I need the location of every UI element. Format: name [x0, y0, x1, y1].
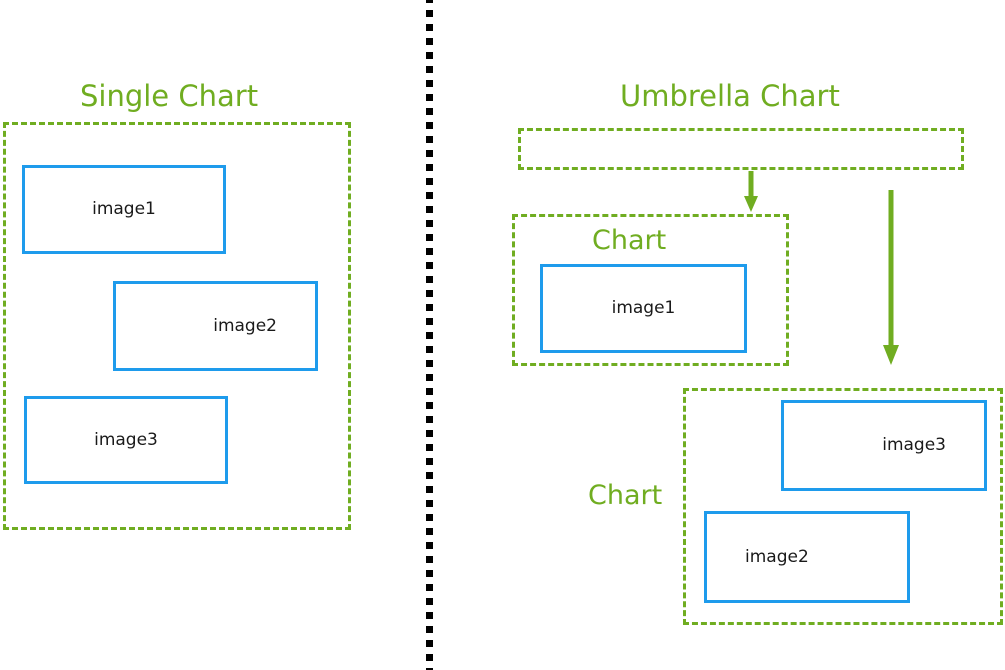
image-box-label: image1 — [92, 199, 156, 219]
panel-divider — [426, 0, 433, 670]
image-box-chart-one-image1[interactable]: image1 — [540, 264, 747, 353]
chart-two-group — [683, 388, 1003, 625]
chart-one-group — [512, 214, 789, 366]
image-box-left-image3[interactable]: image3 — [24, 396, 228, 484]
single-chart-group — [3, 122, 351, 530]
image-box-label: image1 — [611, 298, 676, 318]
image-box-label: image3 — [882, 435, 946, 455]
single-chart-title: Single Chart — [80, 79, 259, 113]
image-box-chart-two-image3[interactable]: image3 — [781, 400, 987, 491]
image-box-label: image2 — [745, 546, 809, 567]
umbrella-chart-title: Umbrella Chart — [620, 79, 840, 113]
image-box-label: image3 — [94, 429, 158, 450]
arrow-umbrella-to-chart-one-icon — [741, 171, 761, 213]
image-box-label: image2 — [213, 315, 277, 336]
image-box-left-image2[interactable]: image2 — [113, 281, 318, 371]
chart-two-title: Chart — [588, 480, 663, 511]
image-box-chart-two-image2[interactable]: image2 — [704, 511, 910, 603]
arrow-umbrella-to-chart-two-icon — [880, 190, 902, 366]
image-box-left-image1[interactable]: image1 — [22, 165, 226, 254]
umbrella-chart-group — [518, 128, 964, 170]
chart-one-title: Chart — [592, 225, 667, 256]
